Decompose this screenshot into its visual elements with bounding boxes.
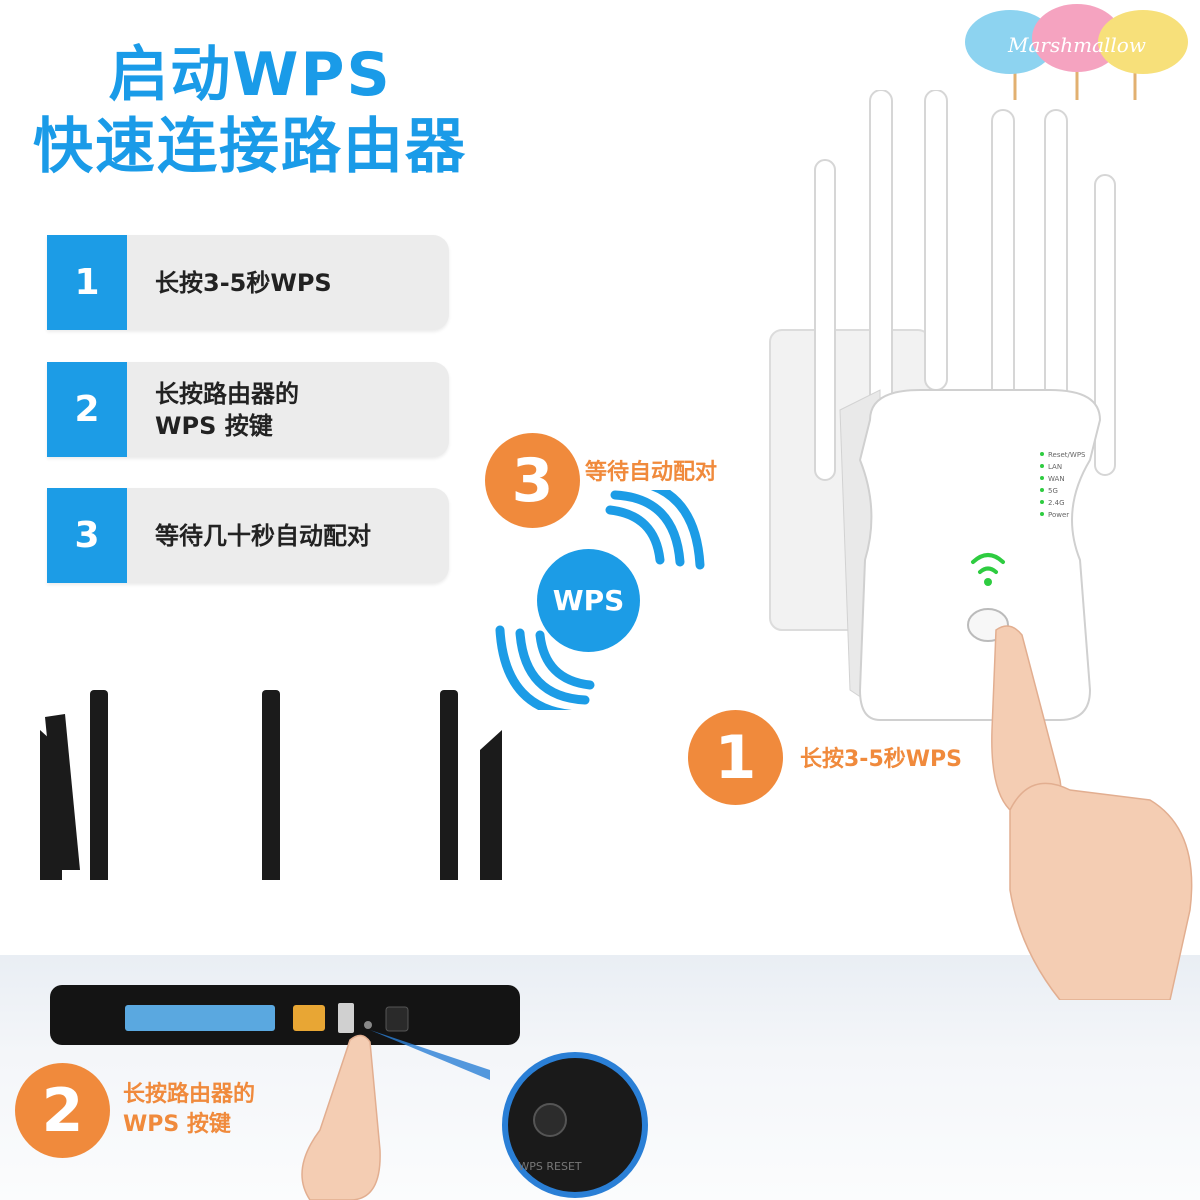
indicator-power: Power xyxy=(1048,511,1069,519)
step-number-1: 1 xyxy=(47,235,127,330)
callout-number-1: 1 xyxy=(688,710,783,805)
wifi-signal-icon xyxy=(971,553,1005,574)
callout-number-2: 2 xyxy=(15,1063,110,1158)
headline-line-1: 启动WPS xyxy=(108,40,392,110)
step-text-2: 长按路由器的 WPS 按键 xyxy=(155,379,299,440)
callout-text-2: 长按路由器的 WPS 按键 xyxy=(123,1082,256,1137)
router-finger-illustration xyxy=(301,1034,381,1200)
router-illustration xyxy=(40,690,502,880)
wps-badge: WPS xyxy=(537,549,640,652)
indicator-wan: WAN xyxy=(1048,475,1065,483)
zoom-inset-label: WPS RESET xyxy=(518,1160,582,1173)
headline-line-2: 快速连接路由器 xyxy=(33,112,467,182)
step-number-2: 2 xyxy=(47,362,127,457)
callout-number-3: 3 xyxy=(485,433,580,528)
callout-text-3: 等待自动配对 xyxy=(585,460,718,485)
logo-text: Marshmallow xyxy=(1007,33,1146,57)
zoom-pointer xyxy=(370,1030,490,1080)
signal-waves-left-icon xyxy=(495,625,595,710)
brand-logo: Marshmallow xyxy=(955,0,1200,110)
indicator-24g: 2.4G xyxy=(1048,499,1065,507)
step-text-3: 等待几十秒自动配对 xyxy=(155,521,371,550)
indicator-reset-wps: Reset/WPS xyxy=(1048,451,1086,459)
wifi-extender-illustration: Reset/WPS LAN WAN 5G 2.4G Power xyxy=(769,90,1116,810)
step-text-1: 长按3-5秒WPS xyxy=(155,268,332,297)
step-row-1: 1 长按3-5秒WPS xyxy=(47,235,449,330)
step-row-3: 3 等待几十秒自动配对 xyxy=(47,488,449,583)
indicator-lan: LAN xyxy=(1048,463,1062,471)
indicator-5g: 5G xyxy=(1048,487,1058,495)
callout-text-1: 长按3-5秒WPS xyxy=(800,747,962,772)
step-row-2: 2 长按路由器的 WPS 按键 xyxy=(47,362,449,457)
router-body xyxy=(50,985,520,1045)
wps-button-zoom-inset: WPS RESET xyxy=(502,1052,648,1198)
step-number-3: 3 xyxy=(47,488,127,583)
hand-illustration xyxy=(1009,782,1193,1000)
signal-waves-right-icon xyxy=(605,490,705,570)
